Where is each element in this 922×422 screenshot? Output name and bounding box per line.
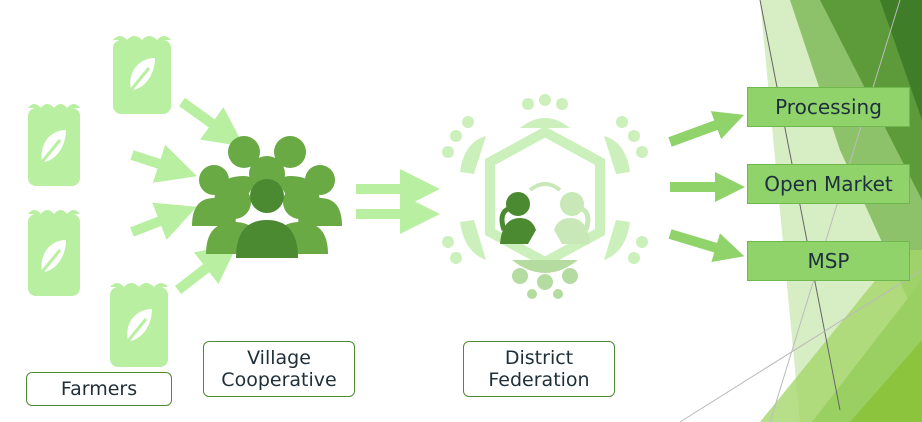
people-group-icon: [192, 136, 342, 258]
farmers-label: Farmers: [60, 378, 138, 400]
open-market-label: Open Market: [764, 172, 893, 196]
village-label-line1: Village: [247, 347, 311, 369]
arrow: [174, 243, 238, 294]
arrow: [130, 202, 197, 240]
arrow: [130, 144, 198, 183]
arrow: [179, 97, 245, 147]
district-label-box: District Federation: [463, 341, 615, 397]
seed-bag-icon: [28, 210, 80, 296]
seed-bag-icon: [110, 283, 168, 367]
seed-bag-icon: [113, 36, 171, 114]
msp-box: MSP: [747, 241, 910, 281]
msp-label: MSP: [807, 249, 850, 273]
processing-box: Processing: [747, 87, 910, 127]
arrow: [668, 111, 745, 147]
round-table-meeting-icon: [442, 94, 648, 299]
processing-label: Processing: [775, 95, 882, 119]
village-label-line2: Cooperative: [221, 369, 337, 391]
farmers-label-box: Farmers: [26, 372, 172, 406]
open-market-box: Open Market: [747, 164, 910, 204]
district-label-line2: Federation: [488, 369, 590, 391]
village-label-box: Village Cooperative: [203, 341, 355, 397]
arrow: [668, 229, 745, 263]
district-label-line1: District: [504, 347, 574, 369]
seed-bag-icon: [28, 104, 80, 186]
